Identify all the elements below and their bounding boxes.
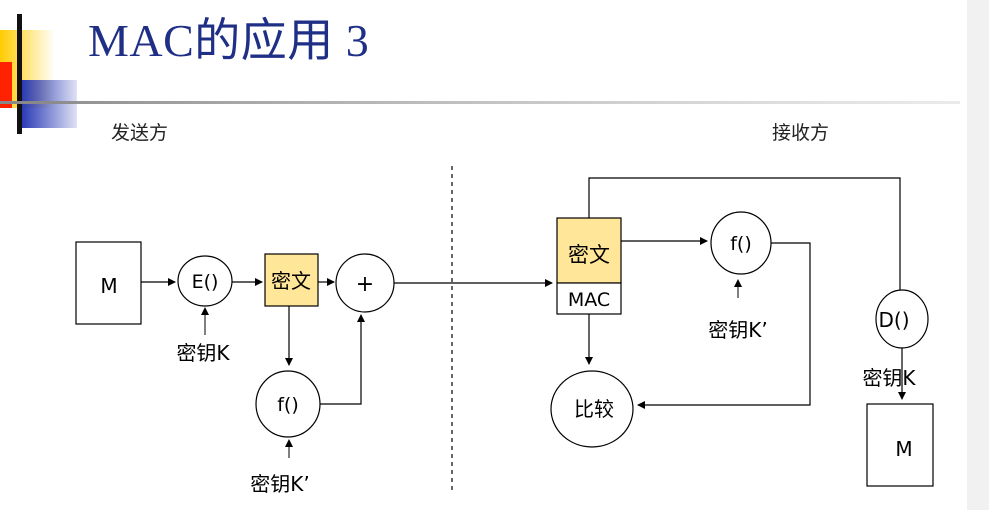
decrypt-label: D() bbox=[878, 308, 909, 332]
cipher-box-receiver bbox=[556, 217, 622, 284]
compare-node bbox=[550, 370, 634, 448]
message-label-receiver: M bbox=[895, 437, 912, 461]
mac-box-receiver bbox=[556, 282, 622, 315]
deco-red-block bbox=[0, 62, 12, 108]
f-label-receiver: f() bbox=[730, 233, 752, 255]
arrow-f-to-compare bbox=[637, 242, 811, 409]
message-box-sender bbox=[75, 241, 142, 325]
key-k-prime-receiver: 密钥K’ bbox=[708, 318, 767, 342]
encrypt-label: E() bbox=[192, 271, 219, 293]
key-k-prime-sender: 密钥K’ bbox=[250, 472, 309, 496]
arrow-f-to-plus bbox=[320, 314, 365, 405]
cipher-label-receiver: 密文 bbox=[568, 243, 610, 267]
cipher-box-sender bbox=[264, 253, 319, 307]
mac-label: MAC bbox=[568, 289, 610, 311]
title-rule bbox=[0, 101, 960, 104]
f-label-sender: f() bbox=[277, 394, 299, 416]
line-cipher-to-decrypt bbox=[588, 177, 901, 290]
message-box-receiver bbox=[866, 403, 934, 487]
plus-label: + bbox=[356, 272, 374, 297]
cipher-label-sender: 密文 bbox=[271, 269, 311, 293]
compare-label: 比较 bbox=[574, 397, 614, 421]
side-scroll-strip bbox=[967, 0, 989, 510]
key-k-sender: 密钥K bbox=[176, 341, 230, 365]
sender-label: 发送方 bbox=[111, 122, 169, 144]
message-label-sender: M bbox=[100, 274, 117, 298]
deco-vertical-bar bbox=[17, 14, 22, 134]
key-k-receiver: 密钥K bbox=[862, 366, 916, 390]
encrypt-node bbox=[177, 255, 233, 307]
receiver-label: 接收方 bbox=[772, 122, 830, 144]
slide-title: MAC的应用 3 bbox=[88, 15, 370, 66]
